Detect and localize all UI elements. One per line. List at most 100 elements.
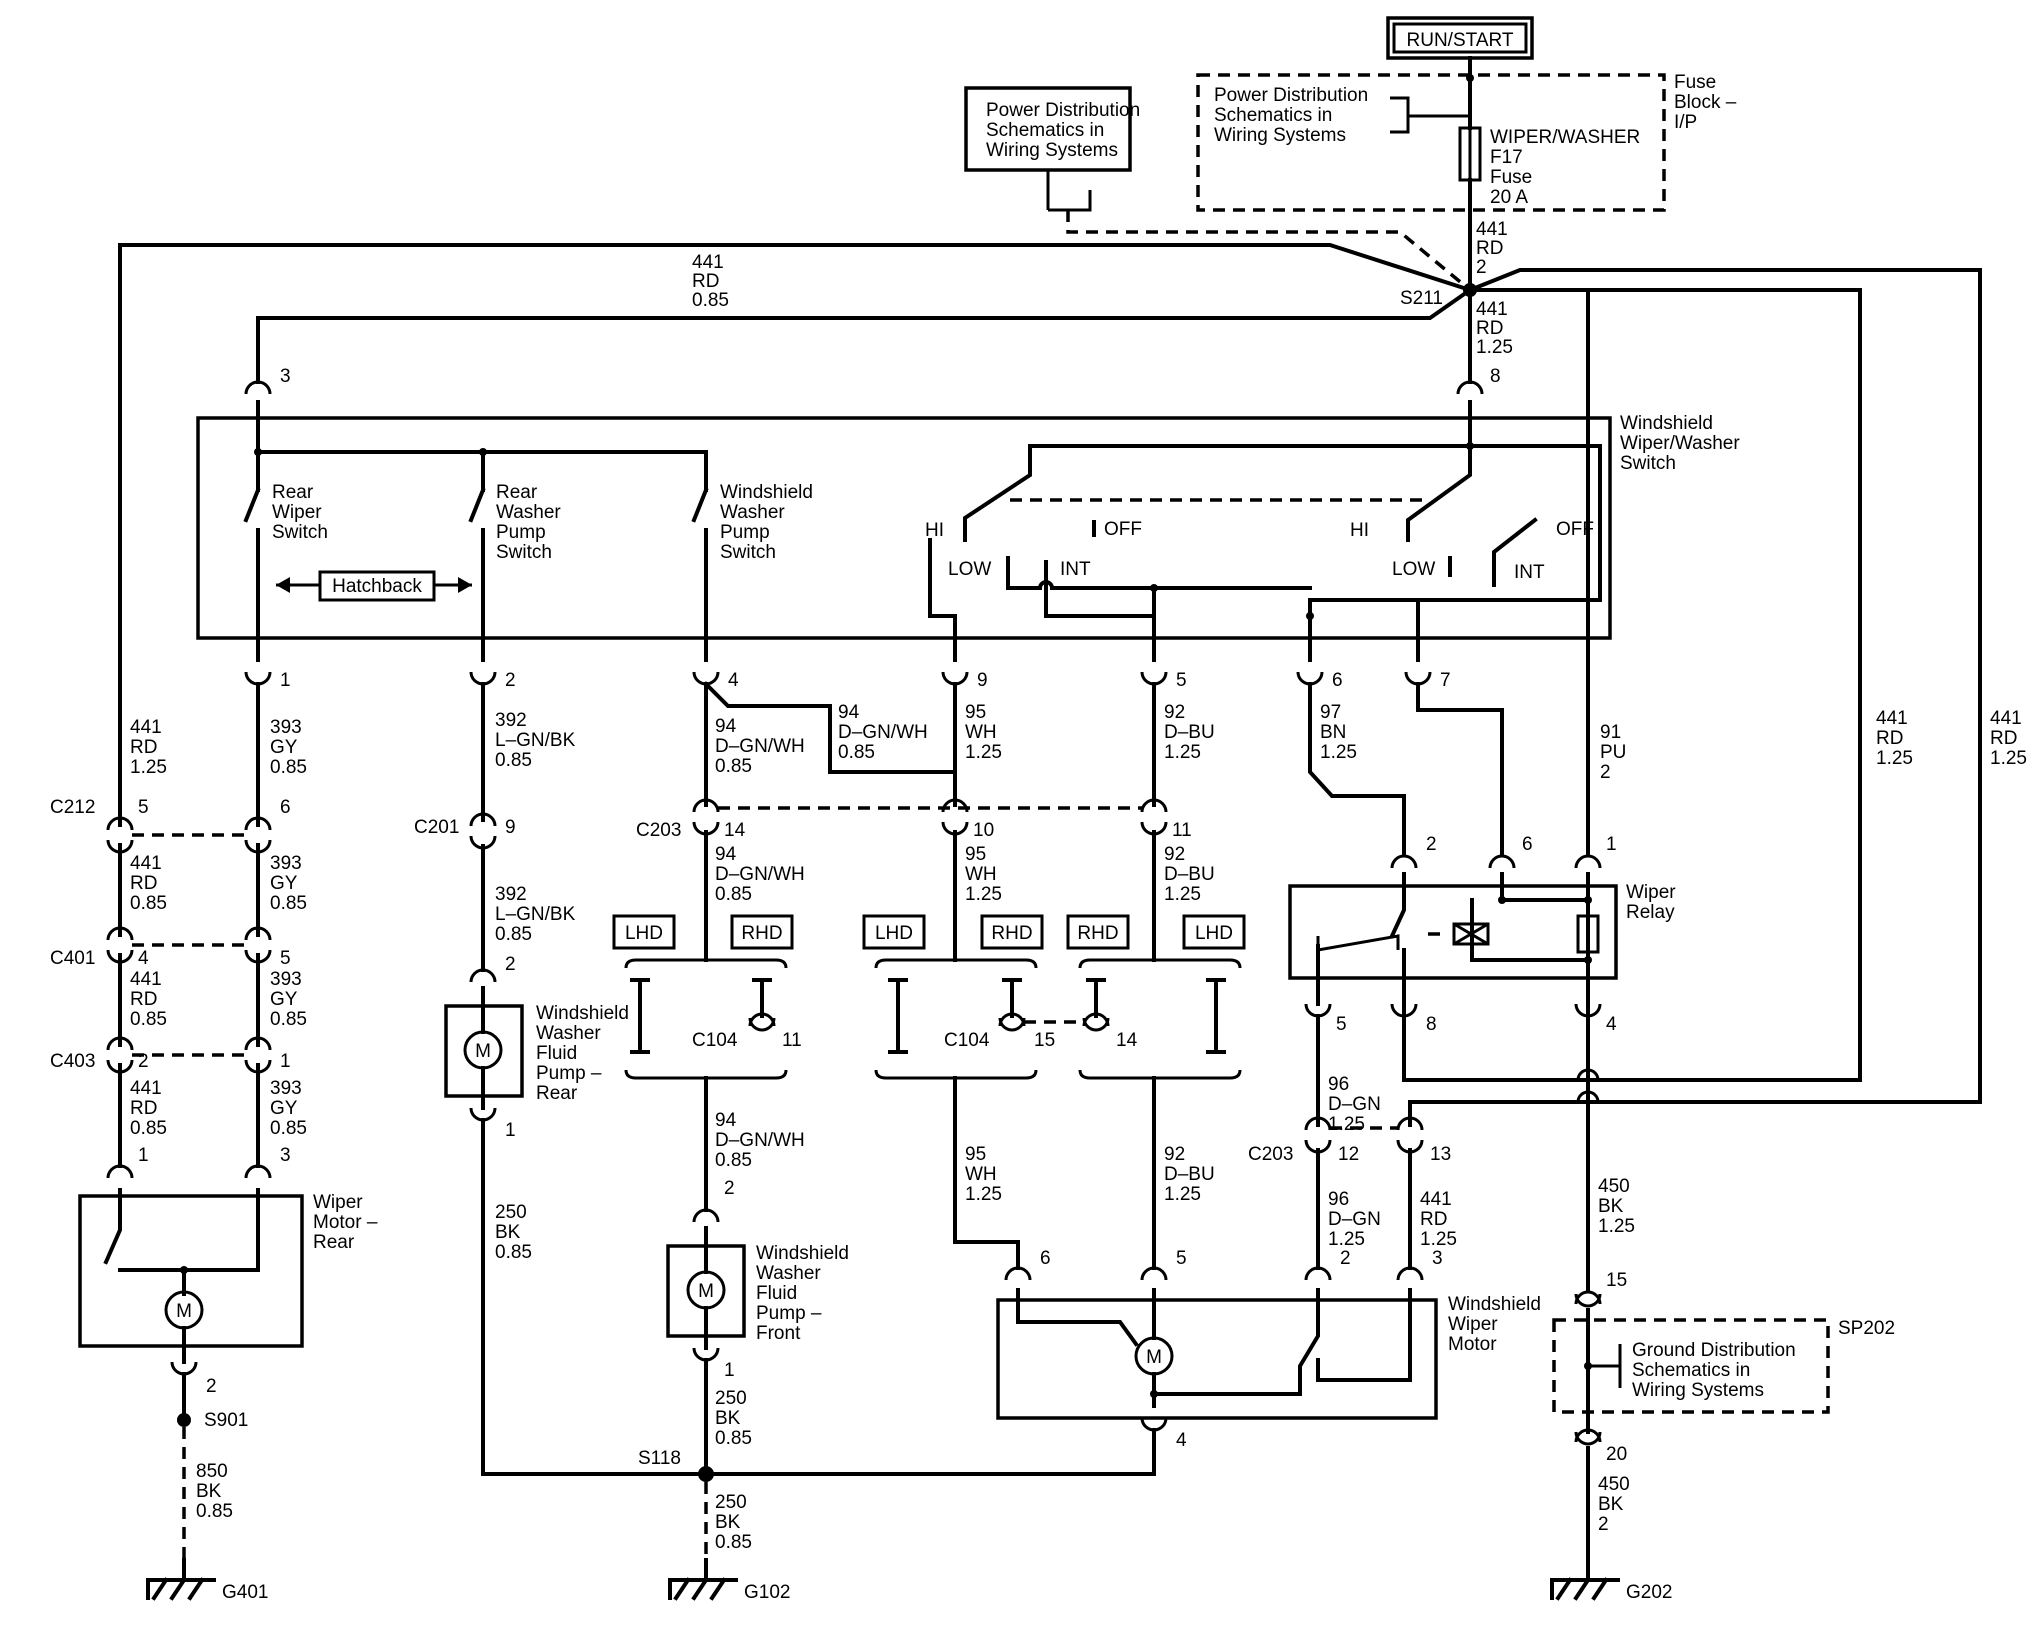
rear-pump-label-2: Washer — [536, 1023, 601, 1044]
pin-switch-9: 9 — [977, 670, 988, 691]
pin-ws-motor-6: 6 — [1040, 1248, 1051, 1269]
mode-int-left: INT — [1060, 559, 1091, 580]
wl-96b-color: D–GN — [1328, 1209, 1381, 1230]
pin-c401-5: 5 — [280, 948, 291, 969]
front-pump-label-1: Windshield — [756, 1243, 849, 1264]
rear-washer-switch-contact — [468, 478, 486, 662]
front-pump-label-2: Washer — [756, 1263, 821, 1284]
conn-c401-label: C401 — [50, 948, 95, 969]
ground-g401-symbol — [146, 1558, 216, 1601]
rear-pump-label-1: Windshield — [536, 1003, 629, 1024]
pin-relay-2: 2 — [1426, 834, 1437, 855]
conn-c203-lower-label: C203 — [1248, 1144, 1293, 1165]
pin-c203-11: 11 — [1172, 820, 1192, 841]
ws-washer-switch-2: Washer — [720, 502, 785, 523]
conn-relay-top — [1390, 854, 1602, 869]
front-pump-label-4: Pump – — [756, 1303, 822, 1324]
relay-diode-symbol — [1452, 922, 1490, 946]
option-rhd-1-label: RHD — [741, 923, 782, 944]
rear-washer-switch-1: Rear — [496, 482, 538, 503]
mode-hi-left: HI — [925, 520, 944, 541]
rear-motor-label-1: Wiper — [313, 1192, 363, 1213]
power-dist-box-2: Schematics in — [986, 120, 1104, 141]
wl-441i-code: 441 — [1420, 1189, 1452, 1210]
wl-441a-gauge: 0.85 — [692, 290, 729, 311]
conn-rear-motor-top — [106, 1164, 272, 1179]
wl-441c-gauge: 1.25 — [1876, 748, 1913, 769]
c104-rhd-path-mid — [1002, 978, 1022, 1018]
pin-switch-4: 4 — [728, 670, 739, 691]
wl-96b-gauge: 1.25 — [1328, 1229, 1365, 1250]
wl-393c-color: GY — [270, 989, 298, 1010]
wl-96a-gauge: 1.25 — [1328, 1114, 1365, 1135]
conn-c104-mid-label: C104 — [944, 1030, 990, 1051]
pin-c403-2: 2 — [138, 1051, 149, 1072]
wl-95b-code: 95 — [965, 844, 986, 865]
wl-393b-color: GY — [270, 873, 298, 894]
wl-441d-color: RD — [1990, 728, 2017, 749]
wl-92c-color: D–BU — [1164, 1164, 1215, 1185]
wiper-washer-switch-box — [196, 416, 1612, 640]
ws-motor-m: M — [1146, 1347, 1162, 1368]
conn-c203-upper-label: C203 — [636, 820, 681, 841]
ground-dist-3: Wiring Systems — [1632, 1380, 1764, 1401]
wl-92a-gauge: 1.25 — [1164, 742, 1201, 763]
run-start-box-inner — [1392, 22, 1528, 54]
front-pump-m: M — [698, 1281, 714, 1302]
wl-95c-gauge: 1.25 — [965, 1184, 1002, 1205]
wl-95b-color: WH — [965, 864, 997, 885]
wl-95a-gauge: 1.25 — [965, 742, 1002, 763]
pin-c201-9: 9 — [505, 817, 516, 838]
wl-392b-color: L–GN/BK — [495, 904, 576, 925]
wl-92c-gauge: 1.25 — [1164, 1184, 1201, 1205]
rear-motor-m: M — [176, 1301, 192, 1322]
rear-wiper-switch-3: Switch — [272, 522, 328, 543]
wl-441e-gauge: 1.25 — [130, 757, 167, 778]
ws-motor-label-3: Motor — [1448, 1334, 1497, 1355]
fuse-block-label-1: Fuse — [1674, 72, 1716, 93]
wire-c401-c403 — [118, 953, 260, 1047]
conn-c104-11 — [748, 1012, 776, 1032]
fuse-feed-node — [1466, 74, 1474, 82]
wl-250a-code: 250 — [495, 1202, 527, 1223]
ws-motor-label-1: Windshield — [1448, 1294, 1541, 1315]
wire-c212-c401 — [118, 843, 260, 937]
wl-91-gauge: 2 — [1600, 762, 1611, 783]
wl-441h-code: 441 — [130, 1078, 162, 1099]
pin-switch-3: 3 — [280, 366, 291, 387]
wl-94a-code: 94 — [715, 716, 737, 737]
rear-wiper-switch-2: Wiper — [272, 502, 322, 523]
wl-94a-color: D–GN/WH — [715, 736, 805, 757]
ws-washer-switch-3: Pump — [720, 522, 770, 543]
relay-coil-loop — [1470, 898, 1590, 962]
wl-95b-gauge: 1.25 — [965, 884, 1002, 905]
relay-contact-common — [1389, 872, 1406, 1018]
wl-392a-gauge: 0.85 — [495, 750, 532, 771]
wl-91-code: 91 — [1600, 722, 1621, 743]
wl-441i-gauge: 1.25 — [1420, 1229, 1457, 1250]
conn-c201-label: C201 — [414, 817, 459, 838]
wl-441c-code: 441 — [1876, 708, 1908, 729]
pin-motor-conn-3: 3 — [1432, 1248, 1443, 1269]
wl-97-gauge: 1.25 — [1320, 742, 1357, 763]
rear-pump-motor-symbol — [463, 1030, 503, 1070]
c104-bracket-right — [1078, 958, 1242, 1080]
wl-250b-color: BK — [715, 1408, 741, 1429]
pin-ws-motor-5: 5 — [1176, 1248, 1187, 1269]
conn-ws-motor-top — [1004, 1266, 1424, 1281]
fuse-power-dist-3: Wiring Systems — [1214, 125, 1346, 146]
wl-850-code: 850 — [196, 1461, 228, 1482]
conn-c104-left-label: C104 — [692, 1030, 738, 1051]
wire-441-to-c212 — [118, 243, 1473, 827]
wl-393b-gauge: 0.85 — [270, 893, 307, 914]
wl-392a-code: 392 — [495, 710, 527, 731]
run-start-box — [1386, 16, 1534, 60]
wl-393a-code: 393 — [270, 717, 302, 738]
option-lhd-1 — [612, 914, 676, 950]
wl-392b-gauge: 0.85 — [495, 924, 532, 945]
pin-rear-motor-1: 1 — [138, 1145, 149, 1166]
c104-bracket-left — [624, 958, 788, 1080]
splice-s118-label: S118 — [638, 1448, 681, 1469]
wl-393d-gauge: 0.85 — [270, 1118, 307, 1139]
